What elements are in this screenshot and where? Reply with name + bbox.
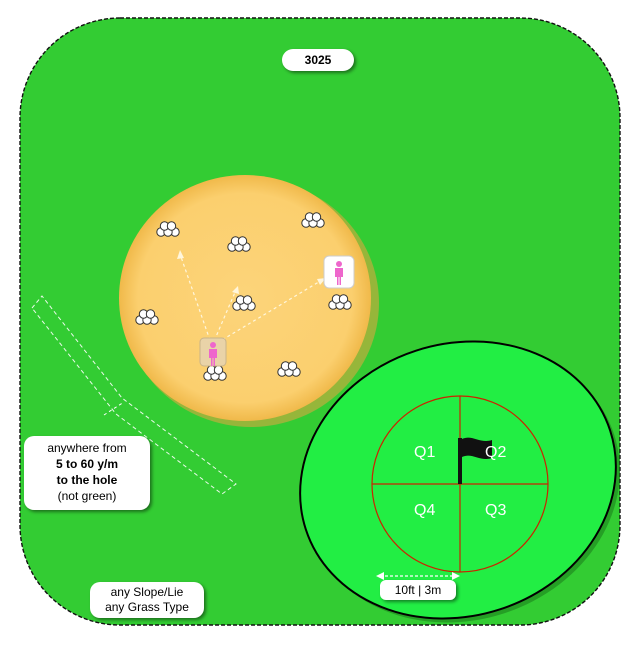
distance-line: 5 to 60 y/m	[55, 457, 119, 471]
distance-line: anywhere from	[47, 441, 127, 455]
flag-icon	[458, 437, 492, 484]
player-icon	[323, 255, 355, 289]
direction-arrows	[179, 253, 323, 347]
distance-line: to the hole	[56, 473, 118, 487]
scale-arrow	[376, 572, 460, 580]
quadrant-label: Q1	[414, 444, 436, 461]
distance-note: anywhere from 5 to 60 y/m to the hole (n…	[24, 436, 150, 510]
scale-label: 10ft | 3m	[380, 580, 456, 600]
conditions-line: any Slope/Lie	[110, 585, 184, 599]
quadrant-label: Q4	[414, 502, 436, 519]
quadrant-label: Q3	[485, 502, 507, 519]
conditions-line: any Grass Type	[105, 600, 189, 614]
player-icon	[199, 337, 227, 367]
drill-number-badge: 3025	[282, 49, 354, 71]
conditions-note: any Slope/Lie any Grass Type	[90, 582, 204, 618]
quadrant-label: Q2	[485, 444, 507, 461]
hitting-zone-outline	[31, 295, 237, 495]
distance-line: (not green)	[57, 489, 117, 503]
